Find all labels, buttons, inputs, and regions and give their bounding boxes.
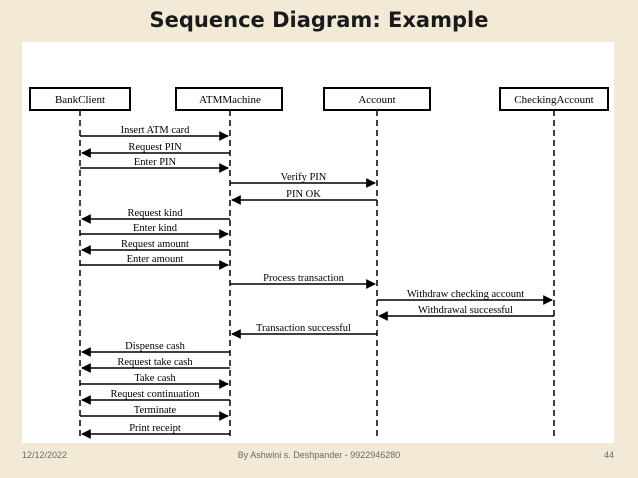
message-label: Enter PIN [134, 157, 177, 168]
object-label-checkingaccount: CheckingAccount [514, 94, 593, 106]
slide-title: Sequence Diagram: Example [149, 8, 489, 32]
message-label: Request kind [127, 208, 183, 219]
message-label: Withdrawal successful [418, 305, 513, 316]
object-box-atmmachine [175, 87, 283, 111]
sequence-diagram-canvas: BankClient ATMMachine Account CheckingAccou… [29, 87, 609, 440]
object-label-bankclient: BankClient [55, 94, 105, 106]
message-label: Terminate [134, 405, 177, 416]
object-label-atmmachine: ATMMachine [199, 94, 261, 106]
message-label: Withdraw checking account [407, 289, 524, 300]
footer-author: By Ashwini s. Deshpander - 9922946280 [237, 450, 401, 460]
message-label: Transaction successful [256, 323, 351, 334]
message-label: PIN OK [286, 189, 321, 200]
message-label: Enter kind [133, 223, 178, 234]
message-label: Request take cash [117, 357, 193, 368]
sequence-diagram: BankClient ATMMachine Account CheckingAccou… [22, 42, 614, 443]
message-label: Request PIN [128, 142, 182, 153]
message-label: Verify PIN [281, 172, 327, 183]
footer-date: 12/12/2022 [22, 450, 68, 460]
message-label: Request continuation [111, 389, 201, 400]
object-label-account: Account [358, 94, 395, 106]
message-label: Dispense cash [125, 341, 186, 352]
message-label: Process transaction [263, 273, 345, 284]
message-label: Insert ATM card [121, 125, 191, 136]
message-label: Take cash [134, 373, 176, 384]
message-label: Enter amount [127, 254, 184, 265]
message-label: Request amount [121, 239, 189, 250]
footer-page-number: 44 [603, 450, 614, 460]
message-label: Print receipt [129, 423, 181, 434]
